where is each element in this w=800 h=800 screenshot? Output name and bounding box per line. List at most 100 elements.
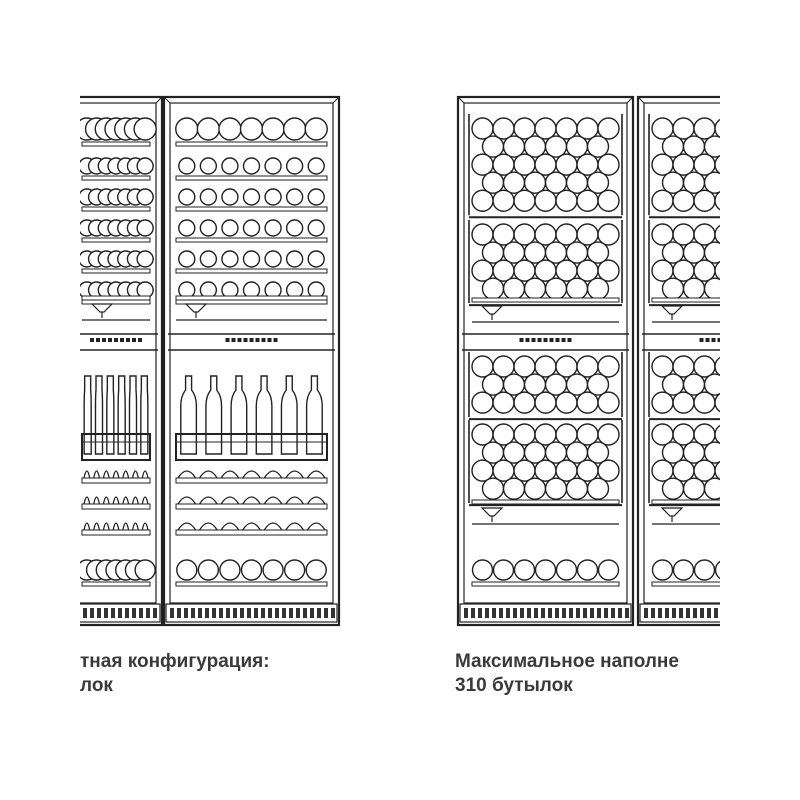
bottle-circle <box>726 242 747 263</box>
honeycomb-rack <box>648 114 789 219</box>
control-dot <box>717 338 720 342</box>
bottle-circle <box>221 250 239 268</box>
grille-slot <box>296 608 300 618</box>
shelf-rail <box>81 175 151 181</box>
control-dot <box>102 338 106 342</box>
control-dot <box>237 338 242 342</box>
bottom-shelf-row <box>175 559 328 587</box>
honeycomb-rack <box>468 220 623 307</box>
grille-slot <box>205 608 209 618</box>
control-dot <box>120 338 124 342</box>
glass-icon <box>90 303 114 313</box>
shelf-rail <box>81 141 151 147</box>
bottle-circle <box>682 277 706 300</box>
shelf-rail <box>175 141 328 147</box>
shelf-row <box>175 157 328 181</box>
bottle-circle <box>304 117 328 141</box>
bottle-circle <box>747 374 768 395</box>
bottle-circle <box>693 189 716 212</box>
bottle-circle <box>221 157 239 175</box>
bottle-circle <box>199 157 218 175</box>
grille-slot <box>604 608 608 618</box>
bottle-circle <box>513 559 536 581</box>
grille-slot <box>576 608 580 618</box>
bottle-circle <box>768 136 789 157</box>
control-dot <box>132 338 136 342</box>
bottle-circle <box>285 157 304 175</box>
bottle-circle <box>178 250 196 268</box>
bottle-circle <box>757 356 778 377</box>
grille-slot <box>310 608 314 618</box>
bottle-circle <box>736 224 757 245</box>
shelf-rail <box>651 499 720 505</box>
control-dot <box>525 338 530 342</box>
grille-slot <box>331 608 335 618</box>
bottle-circle <box>523 477 547 500</box>
grille-slot <box>170 608 174 618</box>
bottle-circle <box>757 392 778 413</box>
bottle-circle <box>586 441 610 464</box>
bottle-circle <box>757 118 778 139</box>
grille-slot <box>125 608 129 618</box>
bottle-top <box>263 470 283 479</box>
bottle-circle <box>779 560 799 580</box>
control-dot <box>724 338 728 342</box>
grille-slot <box>625 608 629 618</box>
rack-bracket <box>648 114 650 216</box>
bottle-circle <box>576 559 599 581</box>
grille-slot <box>184 608 188 618</box>
glass-icon <box>480 507 504 517</box>
door-inner-frame <box>169 102 334 604</box>
low-shelf <box>81 470 151 484</box>
bottle-circle <box>196 117 221 141</box>
bottle-circle <box>714 154 720 175</box>
shelf-rail <box>175 237 328 243</box>
grille-slot <box>686 608 690 618</box>
bottle-circle <box>672 189 695 212</box>
right-caption: Максимальное наполне 310 бутылок <box>455 650 720 698</box>
bottle-circle <box>714 560 720 580</box>
grille-slot <box>728 608 732 618</box>
bottle-circle <box>576 189 599 212</box>
bottle-circle <box>714 460 720 481</box>
bottle-circle <box>481 477 505 500</box>
bottle-circle <box>178 157 196 175</box>
control-dot <box>561 338 566 342</box>
bottle-basket <box>175 433 328 461</box>
bottle-circle <box>218 117 242 141</box>
bottle-circle <box>307 250 325 268</box>
grille-slot <box>714 608 718 618</box>
bottle-circle <box>736 260 757 281</box>
grille-slot <box>261 608 265 618</box>
glass-shelf <box>651 297 720 323</box>
bottle-circle <box>714 356 720 377</box>
bottle-circle <box>726 478 747 499</box>
bottle-top <box>242 496 261 505</box>
grille-slot <box>583 608 587 618</box>
bottle-top <box>199 522 218 531</box>
bottle-circle <box>651 189 674 212</box>
right-caption-line1: Максимальное наполне <box>455 651 679 672</box>
bottle-top <box>263 496 283 505</box>
shelf-rail <box>175 503 328 510</box>
right-grille-2 <box>639 603 746 623</box>
bottom-shelf-row <box>80 559 156 587</box>
bottle-circle <box>178 219 196 237</box>
bottle-circle <box>747 442 768 463</box>
bottle-circle <box>502 477 526 500</box>
bottle-circle <box>778 224 799 245</box>
grille-slot <box>700 608 704 618</box>
bottle-circle <box>714 118 720 139</box>
bottle-circle <box>555 189 578 212</box>
bottle-top <box>141 470 149 479</box>
shelf-rail <box>471 499 620 505</box>
grille-slot <box>471 608 475 618</box>
shelf-rail <box>175 175 328 181</box>
left-door-2 <box>162 95 341 627</box>
control-dot <box>543 338 548 342</box>
bottle-circle <box>136 188 154 206</box>
grille-slot <box>742 608 746 618</box>
grille-slot <box>139 608 143 618</box>
control-dot <box>249 338 254 342</box>
bottle-circle <box>778 424 799 445</box>
